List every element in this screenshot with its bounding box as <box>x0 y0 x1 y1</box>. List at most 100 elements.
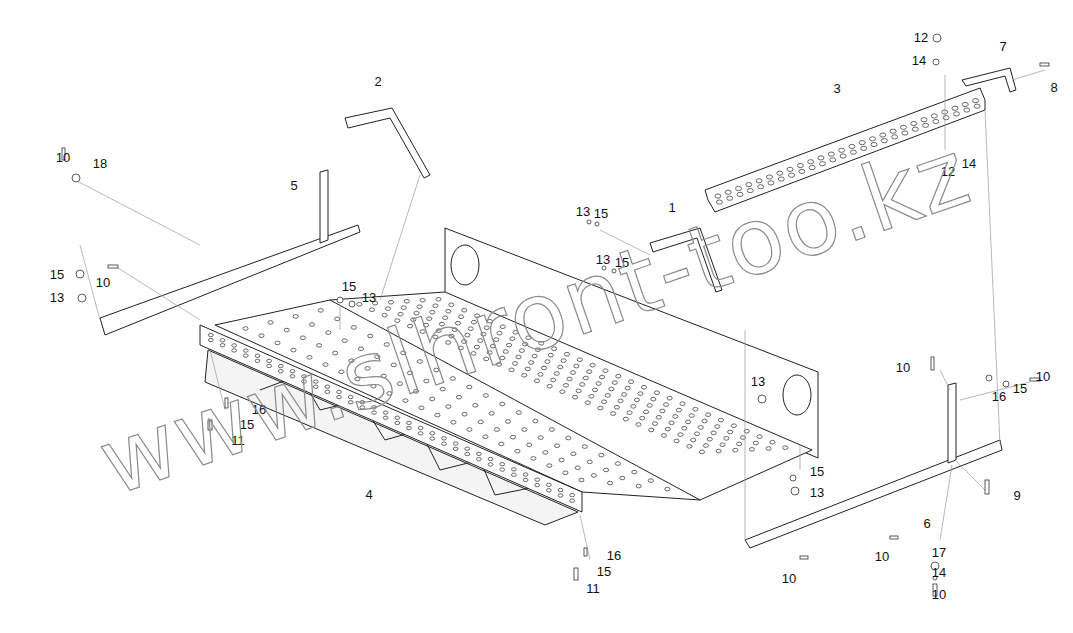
perforation <box>388 300 393 304</box>
perforation <box>500 468 505 471</box>
callout-number: 13 <box>810 486 824 499</box>
callout-number: 16 <box>992 390 1006 403</box>
callout-number: 15 <box>1013 382 1027 395</box>
perforation <box>614 405 619 409</box>
perforation <box>259 334 264 338</box>
perforation <box>462 412 467 416</box>
perforation <box>648 479 653 483</box>
perforation <box>758 185 764 189</box>
perforation <box>678 433 683 437</box>
perforation <box>612 381 617 385</box>
perforation <box>208 333 213 336</box>
perforation <box>534 379 539 383</box>
callout-number: 13 <box>751 375 765 388</box>
callout-number: 10 <box>932 588 946 601</box>
perforation <box>638 392 643 396</box>
perforation <box>665 487 670 491</box>
perforation <box>546 489 551 492</box>
perforation <box>673 415 678 419</box>
perforation <box>599 375 604 379</box>
perforation <box>849 144 855 148</box>
perforation <box>418 426 423 429</box>
perforation <box>725 190 731 194</box>
callout-number: 9 <box>1013 489 1020 502</box>
callout-number: 4 <box>365 488 372 501</box>
perforation <box>660 409 665 413</box>
perforation <box>777 171 783 175</box>
perforation <box>318 309 323 313</box>
perforation <box>483 394 488 398</box>
perforation <box>737 192 743 196</box>
perforation <box>631 405 636 409</box>
perforation <box>629 380 634 384</box>
perforation <box>921 118 927 122</box>
perforation <box>551 378 556 382</box>
perforation <box>453 442 458 445</box>
perforation <box>579 478 584 482</box>
perforation <box>964 108 970 112</box>
perforation <box>598 406 603 410</box>
perforation <box>682 426 687 430</box>
perforation <box>627 411 632 415</box>
perforation <box>563 471 568 475</box>
perforation <box>711 431 716 435</box>
perforation <box>543 451 548 455</box>
perforation <box>715 425 720 429</box>
perforation <box>453 447 458 450</box>
perforation <box>407 421 412 424</box>
perforation <box>385 307 390 311</box>
perforation <box>641 385 646 389</box>
perforation <box>533 419 538 423</box>
perforation <box>809 165 815 169</box>
perforation <box>500 463 505 466</box>
callout-number: 15 <box>50 268 64 281</box>
perforation <box>419 406 424 410</box>
perforation <box>570 493 575 496</box>
perforation <box>587 460 592 464</box>
perforation <box>962 102 968 106</box>
perforation <box>720 443 725 447</box>
perforation <box>667 396 672 400</box>
perforation <box>477 458 482 461</box>
perforation <box>575 466 580 470</box>
perforation <box>828 152 834 156</box>
perforation <box>522 428 527 432</box>
perforation <box>590 363 595 367</box>
perforation <box>538 373 543 377</box>
perforation <box>603 468 608 472</box>
perforation <box>523 478 528 481</box>
perforation <box>840 154 846 158</box>
perforation <box>585 401 590 405</box>
perforation <box>473 403 478 407</box>
perforation <box>268 321 273 325</box>
perforation <box>691 438 696 442</box>
perforation <box>572 395 577 399</box>
perforation <box>559 458 564 462</box>
callout-number: 18 <box>93 157 107 170</box>
perforation <box>649 428 654 432</box>
perforation <box>515 449 520 453</box>
perforation <box>736 186 742 190</box>
perforation <box>220 344 225 347</box>
perforation <box>747 188 753 192</box>
perforation <box>401 306 406 310</box>
perforation <box>702 419 707 423</box>
perforation <box>819 162 825 166</box>
perforation <box>243 354 248 357</box>
perforation <box>574 364 579 368</box>
perforation <box>647 404 652 408</box>
perforation <box>395 416 400 419</box>
perforation <box>554 444 559 448</box>
perforation <box>335 317 340 321</box>
callout-number: 15 <box>342 280 356 293</box>
perforation <box>549 428 554 432</box>
perforation <box>488 463 493 466</box>
callout-number: 12 <box>914 31 928 44</box>
perforation <box>900 125 906 129</box>
perforation <box>510 435 515 439</box>
perforation <box>243 327 248 331</box>
perforation <box>663 403 668 407</box>
perforation <box>561 359 566 363</box>
leader-lines <box>75 70 1045 560</box>
perforation <box>511 473 516 476</box>
